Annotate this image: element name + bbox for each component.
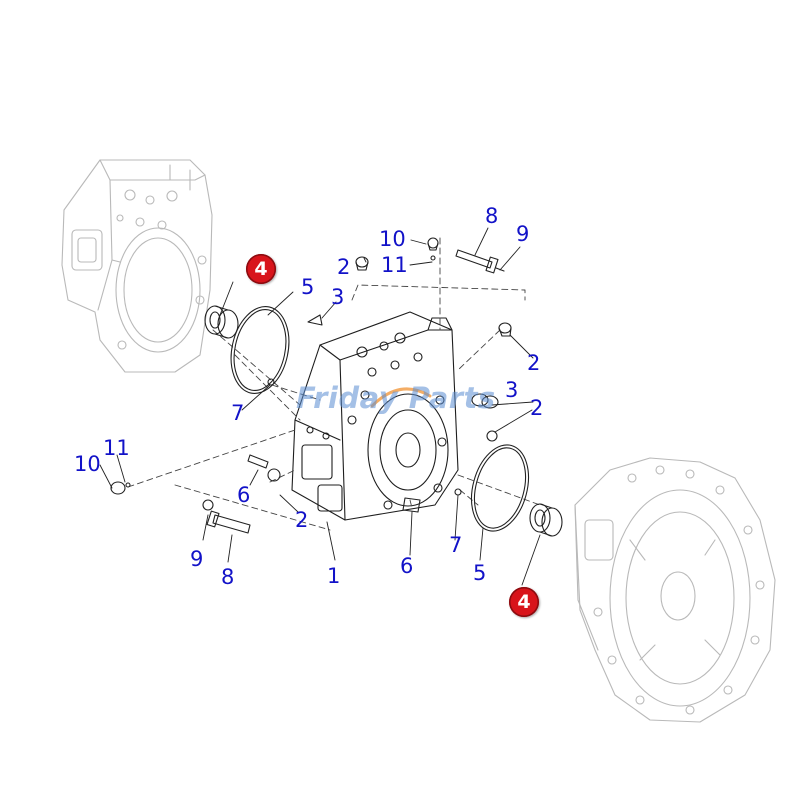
callout-10-left: 10: [74, 452, 101, 476]
leader-lines: [99, 227, 541, 586]
callout-1: 1: [327, 564, 341, 588]
callout-2-bottom: 2: [295, 508, 309, 532]
callout-3-top: 3: [331, 285, 345, 309]
callout-8-top: 8: [485, 204, 499, 228]
callout-6-left: 6: [237, 483, 251, 507]
callout-7-left: 7: [231, 401, 245, 425]
bolt-bottom: [206, 510, 251, 534]
callout-2-top: 2: [337, 255, 351, 279]
lower-right-housing: [574, 457, 776, 723]
watermark-swoosh: [370, 387, 432, 408]
callout-11-left: 11: [103, 436, 130, 460]
callout-3-right: 3: [505, 378, 519, 402]
watermark: Friday Parts: [296, 381, 496, 415]
o-ring-left-inner: [233, 309, 287, 391]
o-ring-right-inner: [473, 447, 527, 529]
plugs-and-pins: [110, 237, 512, 513]
o-ring-right: [470, 444, 530, 532]
upper-left-housing: [61, 159, 213, 373]
callout-2-right-upper: 2: [527, 351, 541, 375]
callout-5-left: 5: [301, 275, 315, 299]
callout-4-left-badge: 4: [246, 254, 276, 284]
main-valve-block: [291, 311, 459, 521]
o-ring-left: [230, 306, 290, 394]
collar-right: [529, 503, 563, 537]
callout-5-right: 5: [473, 561, 487, 585]
callout-2-right-lower: 2: [530, 396, 544, 420]
callout-9-top: 9: [516, 222, 530, 246]
callout-7-right: 7: [449, 533, 463, 557]
callout-4-right-badge: 4: [509, 587, 539, 617]
callout-9-bottom: 9: [190, 547, 204, 571]
callout-11-top: 11: [381, 253, 408, 277]
bolt-top: [455, 249, 505, 274]
callout-8-bottom: 8: [221, 565, 235, 589]
callout-10-top: 10: [379, 227, 406, 251]
callout-6-bottom: 6: [400, 554, 414, 578]
collar-left: [204, 305, 239, 339]
